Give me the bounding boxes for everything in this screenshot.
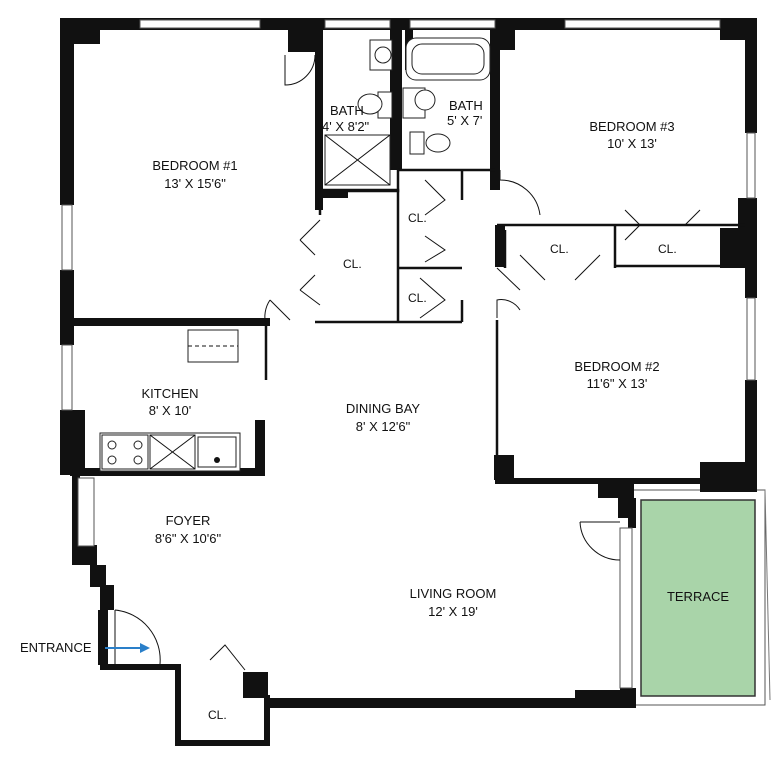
entrance-arrow <box>105 643 150 653</box>
bath2-dims: 5' X 7' <box>447 113 482 128</box>
closet-label-foyer: CL. <box>208 708 227 722</box>
bath2-name: BATH <box>449 98 483 113</box>
bath1-dims: 4' X 8'2" <box>322 119 370 134</box>
closet-label-bedroom3: CL. <box>658 242 677 256</box>
bedroom2-dims: 11'6" X 13' <box>587 376 648 391</box>
dining-dims: 8' X 12'6" <box>356 419 411 434</box>
living-dims: 12' X 19' <box>428 604 478 619</box>
bath1-name: BATH <box>330 103 364 118</box>
bedroom1-dims: 13' X 15'6" <box>164 176 226 191</box>
closet-label-bedroom1: CL. <box>343 257 362 271</box>
doors <box>114 54 701 671</box>
living-name: LIVING ROOM <box>410 586 497 601</box>
stove <box>101 434 149 470</box>
dining-name: DINING BAY <box>346 401 420 416</box>
terrace-floor <box>640 499 756 697</box>
closet-label-bedroom2: CL. <box>550 242 569 256</box>
foyer-name: FOYER <box>166 513 211 528</box>
terrace-name: TERRACE <box>667 589 729 604</box>
kitchen-fixtures <box>99 329 241 472</box>
closet-label-hall-2: CL. <box>408 291 427 305</box>
foyer-dims: 8'6" X 10'6" <box>155 531 222 546</box>
toilet-2 <box>409 131 425 155</box>
closet-label-hall-1: CL. <box>408 211 427 225</box>
kitchen-dims: 8' X 10' <box>149 403 192 418</box>
bedroom2-name: BEDROOM #2 <box>574 359 659 374</box>
terrace <box>629 489 771 706</box>
bath-fixtures <box>324 37 491 186</box>
closet-labels: CL. CL. CL. CL. CL. CL. <box>208 211 677 722</box>
bedroom3-dims: 10' X 13' <box>607 136 657 151</box>
entrance-label: ENTRANCE <box>20 640 92 655</box>
kitchen-name: KITCHEN <box>141 386 198 401</box>
bedroom1-name: BEDROOM #1 <box>152 158 237 173</box>
windows <box>61 19 756 689</box>
bedroom3-name: BEDROOM #3 <box>589 119 674 134</box>
room-labels: BEDROOM #1 13' X 15'6" BATH 4' X 8'2" BA… <box>20 98 729 655</box>
